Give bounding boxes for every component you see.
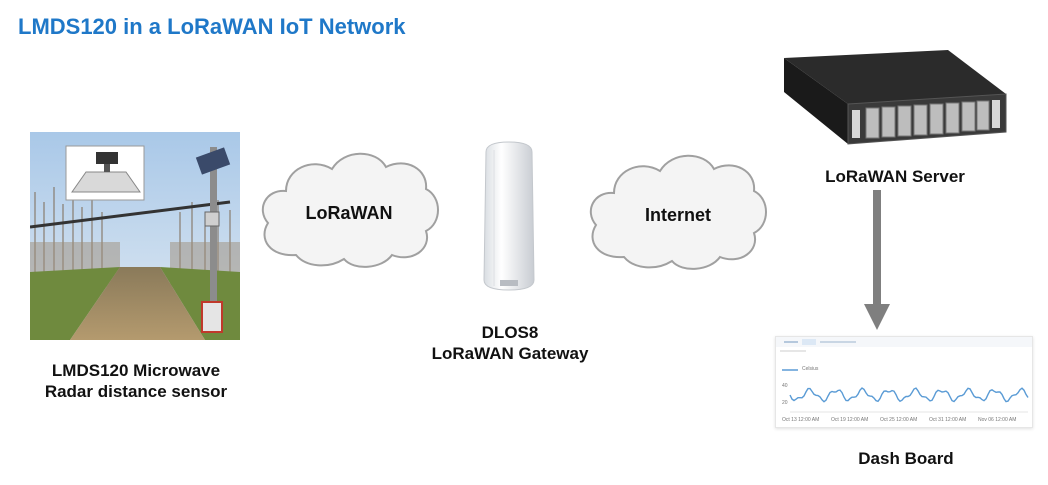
cloud-icon (261, 152, 439, 268)
dash-xtick-1: Oct 13 12:00 AM (782, 417, 820, 423)
arrow-down-icon (862, 190, 892, 330)
cloud-internet: Internet (584, 143, 772, 275)
dash-xtick-5: Nov 06 12:00 AM (978, 417, 1017, 423)
cloud-icon (589, 154, 767, 270)
dash-legend: Celsius (802, 366, 819, 372)
cloud-internet-label: Internet (644, 205, 711, 225)
gateway-device (478, 140, 540, 292)
dashboard-thumbnail: Celsius 40 20 Oct 13 12:00 AM Oct 19 12:… (775, 336, 1033, 428)
sensor-photo (30, 132, 240, 340)
sensor-caption-line2: Radar distance sensor (44, 382, 228, 401)
diagram-title: LMDS120 in a LoRaWAN IoT Network (18, 14, 406, 39)
dash-ytick-2: 20 (782, 400, 788, 406)
server-caption: LoRaWAN Server (825, 167, 965, 186)
server-icon (778, 46, 1010, 146)
gateway-caption-line1: DLOS8 (481, 323, 539, 342)
dash-ytick-1: 40 (782, 383, 788, 389)
gateway-caption-line2: LoRaWAN Gateway (431, 344, 589, 363)
sensor-caption: LMDS120 Microwave Radar distance sensor (18, 360, 254, 402)
dashboard-caption: Dash Board (858, 449, 954, 468)
dash-xtick-2: Oct 19 12:00 AM (831, 417, 869, 423)
dash-xtick-4: Oct 31 12:00 AM (929, 417, 967, 423)
gateway-caption: DLOS8 LoRaWAN Gateway (400, 322, 620, 364)
sensor-caption-line1: LMDS120 Microwave (51, 361, 221, 380)
dash-xtick-3: Oct 25 12:00 AM (880, 417, 918, 423)
cloud-lorawan-label: LoRaWAN (305, 203, 393, 223)
cloud-lorawan: LoRaWAN (256, 143, 442, 273)
